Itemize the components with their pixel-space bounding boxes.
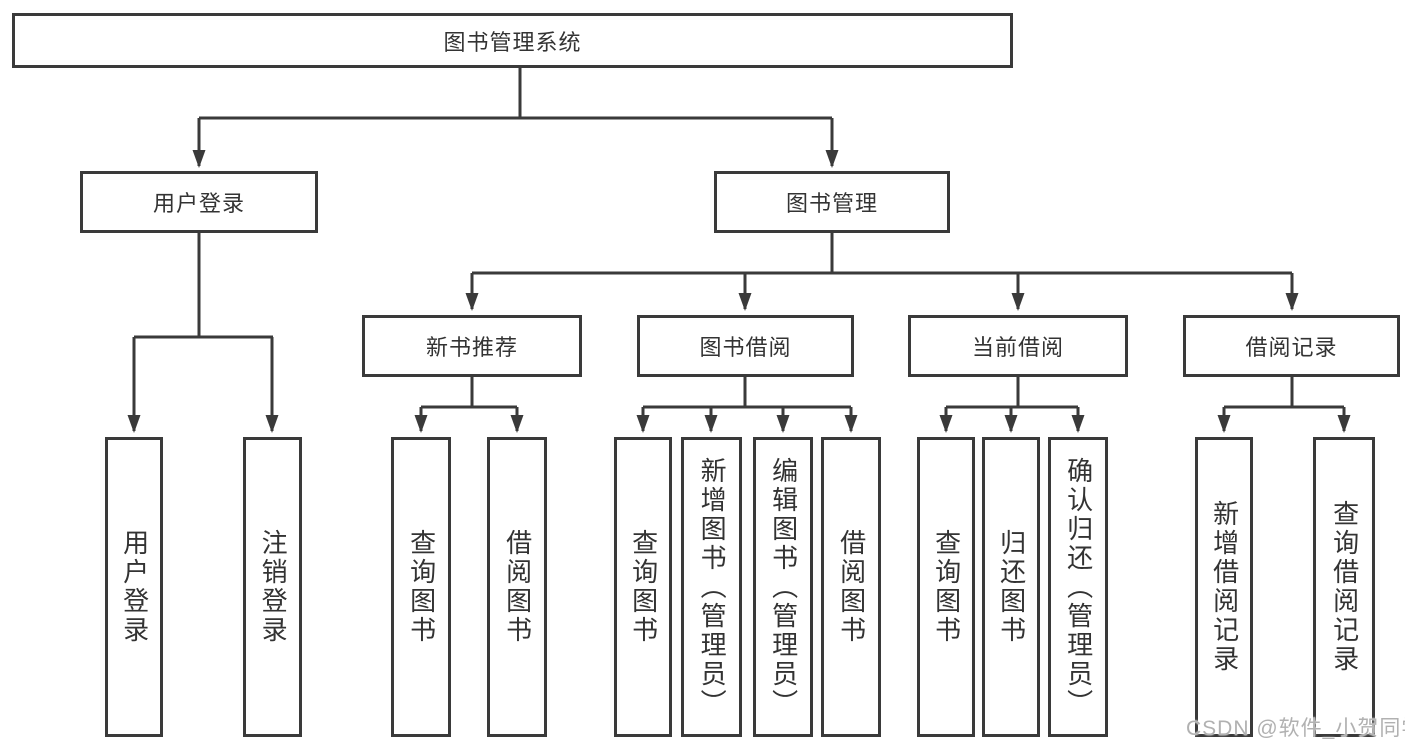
leaf-edit-book-admin: 编辑图书（管理员） [753,437,813,737]
node-book-borrowing: 图书借阅 [637,315,854,377]
leaf-add-borrow-record: 新增借阅记录 [1195,437,1253,737]
leaf-borrow-books-borrowing: 借阅图书 [821,437,881,737]
node-borrowing-records: 借阅记录 [1183,315,1400,377]
leaf-borrow-books-recommend: 借阅图书 [487,437,547,737]
leaf-user-login: 用户登录 [105,437,163,737]
leaf-confirm-return-admin: 确认归还（管理员） [1048,437,1108,737]
node-current-borrowing: 当前借阅 [908,315,1128,377]
leaf-query-books-borrowing: 查询图书 [614,437,672,737]
leaf-add-book-admin: 新增图书（管理员） [681,437,742,737]
leaf-query-borrow-record: 查询借阅记录 [1313,437,1375,737]
csdn-watermark: CSDN @软件_小贺同学 [1186,717,1405,740]
node-new-book-recommend: 新书推荐 [362,315,582,377]
leaf-return-book: 归还图书 [982,437,1040,737]
node-book-management: 图书管理 [714,171,950,233]
leaf-query-books-recommend: 查询图书 [391,437,451,737]
node-root-library-system: 图书管理系统 [12,13,1013,68]
leaf-logout: 注销登录 [243,437,302,737]
leaf-query-books-current: 查询图书 [917,437,975,737]
node-user-login: 用户登录 [80,171,318,233]
